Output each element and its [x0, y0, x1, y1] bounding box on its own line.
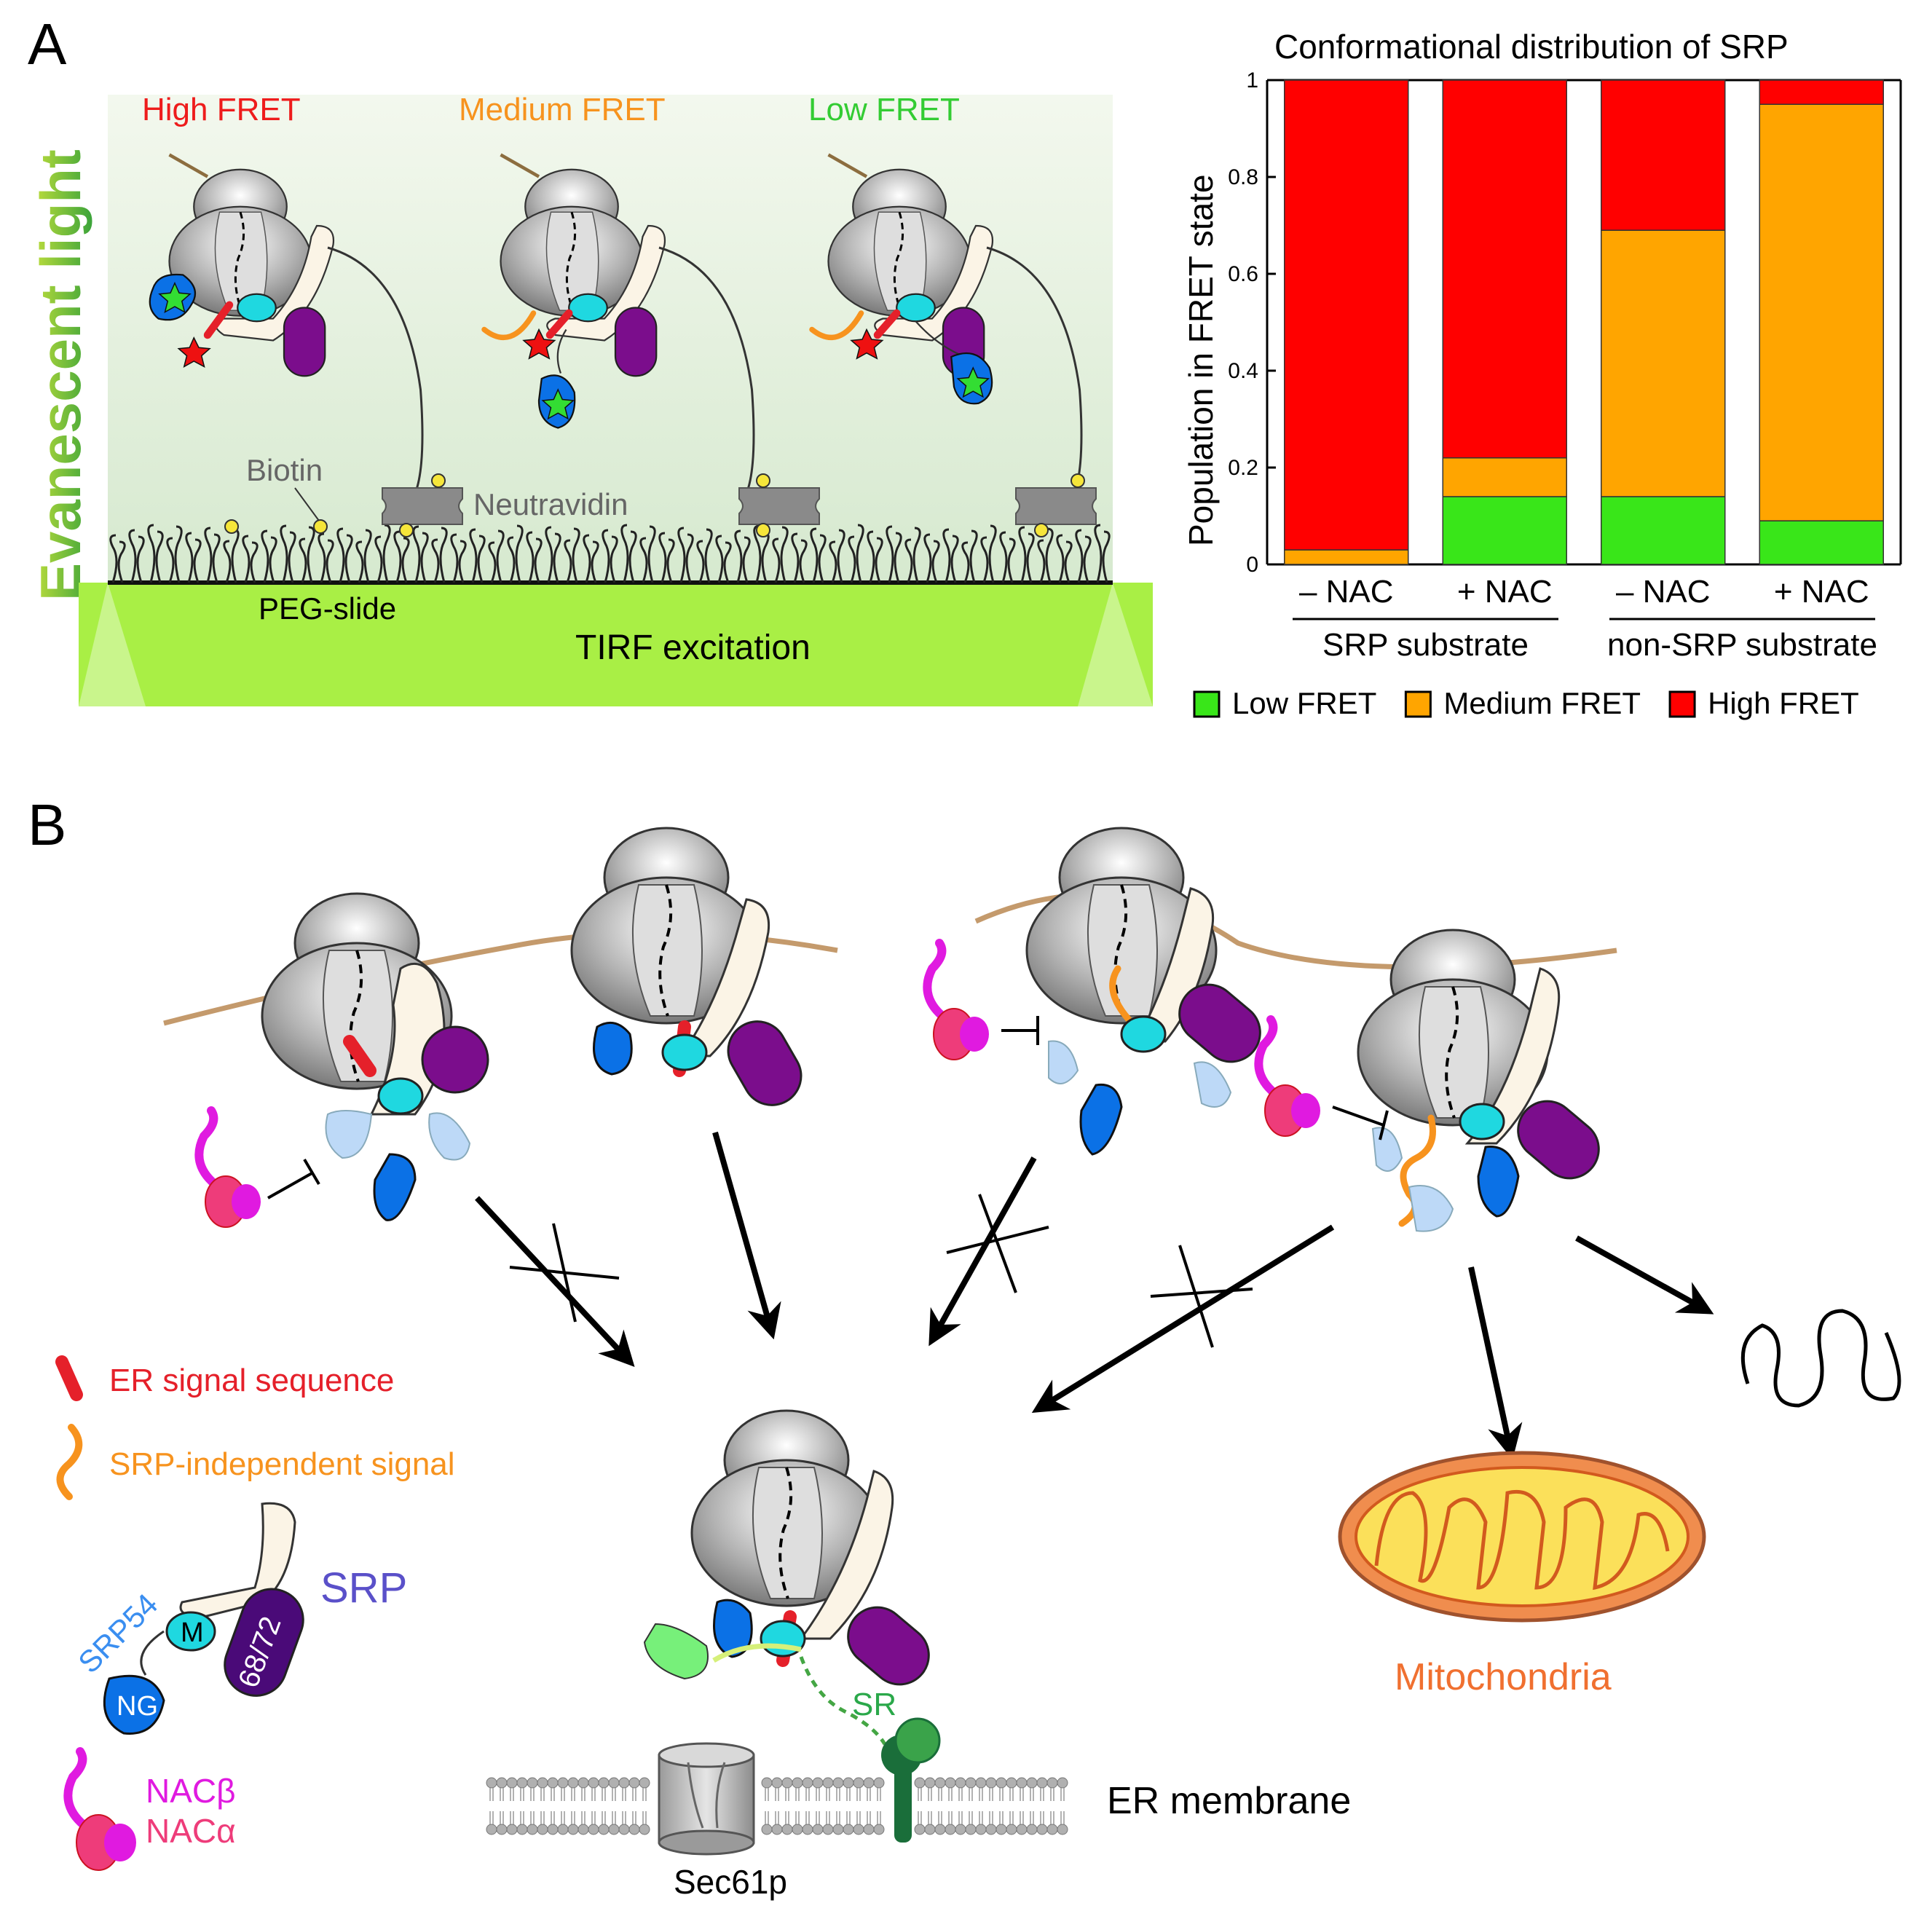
- x-category-label: + NAC: [1774, 574, 1869, 610]
- nac-inhibitor-1: [194, 1106, 320, 1228]
- neutravidin-2: [738, 473, 820, 537]
- molecule-high-fret: [149, 153, 424, 494]
- tirf-left-prism: [79, 583, 146, 706]
- bar-segment: [1601, 496, 1726, 565]
- molecule-low-fret: [809, 153, 1083, 494]
- tirf-right-prism: [1078, 583, 1153, 706]
- y-tick-label: 0.2: [1228, 456, 1258, 480]
- tirf-excitation-label: TIRF excitation: [575, 628, 811, 667]
- sec61-channel: [658, 1742, 755, 1856]
- neutravidin-3: [1015, 473, 1097, 537]
- m-domain-label: M: [181, 1617, 204, 1648]
- low-fret-label: Low FRET: [808, 92, 960, 127]
- chart-y-axis-label: Population in FRET state: [1182, 174, 1220, 546]
- tirf-slab: [79, 583, 1153, 706]
- group-label: non-SRP substrate: [1607, 627, 1877, 663]
- srp54-legend-label: SRP54: [71, 1587, 164, 1679]
- y-tick-label: 0.8: [1228, 165, 1258, 189]
- y-tick-label: 0.6: [1228, 262, 1258, 286]
- x-category-label: – NAC: [1616, 574, 1711, 610]
- ribosome-non-srp-nac-1: [1025, 827, 1261, 1156]
- y-tick-label: 0: [1246, 553, 1258, 577]
- x-category-label: – NAC: [1299, 574, 1394, 610]
- srp-legend-glyph: [103, 1502, 304, 1735]
- bar-segment: [1442, 457, 1567, 497]
- er-membrane-label: ER membrane: [1107, 1780, 1351, 1822]
- legend-swatch: [1193, 690, 1221, 718]
- stacked-bar-chart: 0 0.2 0.4 0.6 0.8 1 – NAC + NAC – NAC + NAC SRP su…: [1193, 68, 1902, 720]
- legend-label: High FRET: [1708, 686, 1859, 720]
- er-membrane: [486, 1777, 1068, 1835]
- bar-segment: [1442, 496, 1567, 565]
- nac-inhibitor-2: [923, 939, 1039, 1060]
- bar-segment: [1284, 549, 1409, 565]
- mitochondrion: [1338, 1451, 1706, 1623]
- molecule-medium-fret: [481, 153, 755, 494]
- er-signal-legend: ER signal sequence: [109, 1363, 394, 1398]
- bar-segment: [1284, 79, 1409, 551]
- legend-swatch: [1404, 690, 1432, 718]
- legend-label: Low FRET: [1232, 686, 1376, 720]
- x-category-label: + NAC: [1457, 574, 1553, 610]
- ribosome-er-targeting: [643, 1409, 930, 1746]
- ribosome-srp-substrate-nac: [261, 892, 489, 1221]
- bar-segment: [1601, 229, 1726, 497]
- group-label: SRP substrate: [1322, 627, 1529, 663]
- nac-beta-label: NACβ: [146, 1772, 236, 1810]
- srp-legend-label: SRP: [320, 1564, 407, 1612]
- y-tick-label: 0.4: [1228, 359, 1258, 383]
- srp-independent-legend: SRP-independent signal: [109, 1446, 455, 1482]
- biotin-group: [224, 487, 328, 534]
- mitochondria-label: Mitochondria: [1395, 1656, 1612, 1698]
- legend-swatch: [1668, 690, 1696, 718]
- bar-segment: [1759, 103, 1884, 521]
- y-tick-label: 1: [1246, 68, 1258, 92]
- blocked-marks: [509, 1194, 1253, 1348]
- ribosome-srp-substrate: [570, 827, 803, 1106]
- srp-independent-glyph: [56, 1424, 83, 1500]
- sr-receptor: [881, 1717, 941, 1843]
- neutravidin-1: [382, 473, 463, 537]
- peg-slide-label: PEG-slide: [259, 591, 396, 626]
- sr-label: SR: [852, 1687, 896, 1722]
- biotin-label: Biotin: [246, 453, 323, 487]
- ng-domain-label: NG: [117, 1691, 158, 1722]
- legend-label: Medium FRET: [1443, 686, 1641, 720]
- unfolded-chain: [1740, 1309, 1901, 1408]
- panel-b-label: B: [28, 792, 66, 857]
- bar-segment: [1442, 79, 1567, 459]
- bar-segment: [1759, 79, 1884, 105]
- evanescent-light-label: Evanescent light: [28, 149, 92, 601]
- sec61-label: Sec61p: [674, 1863, 787, 1901]
- panel-a-label: A: [28, 12, 67, 76]
- pathway-arrows: [475, 1131, 1714, 1460]
- medium-fret-label: Medium FRET: [459, 92, 666, 127]
- ribosome-non-srp-nac-2: [1357, 929, 1600, 1232]
- nac-alpha-label: NACα: [146, 1812, 236, 1850]
- nac-legend-glyph: [63, 1747, 136, 1871]
- bar-segment: [1759, 520, 1884, 565]
- er-signal-glyph: [55, 1355, 83, 1401]
- nac-inhibitor-3: [1254, 1015, 1389, 1140]
- high-fret-label: High FRET: [142, 92, 301, 127]
- neutravidin-label: Neutravidin: [473, 487, 628, 521]
- chart-title: Conformational distribution of SRP: [1274, 28, 1789, 66]
- bar-segment: [1601, 79, 1726, 231]
